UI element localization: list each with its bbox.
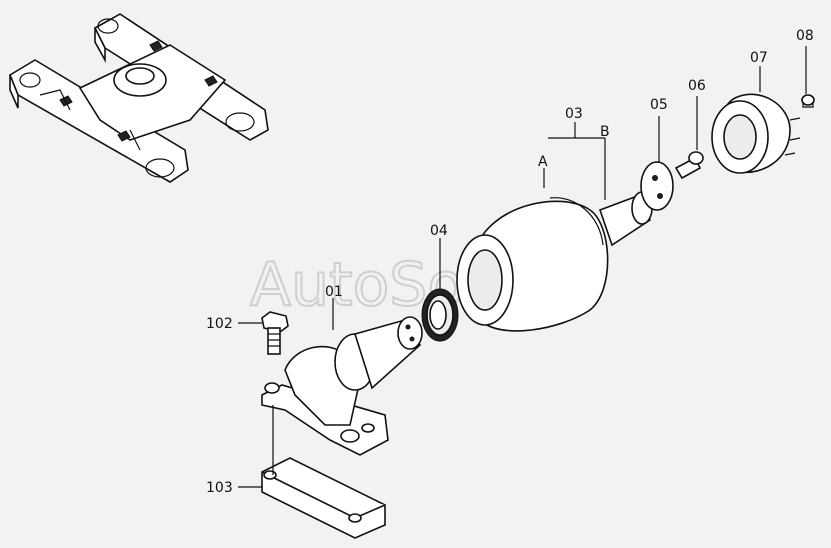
bracket-shaft-01 (261, 316, 423, 456)
plug-08 (801, 94, 815, 108)
carrier-roller-icon (456, 191, 653, 332)
plate-103 (261, 457, 386, 539)
callout-01: 01 (325, 284, 343, 300)
bolt-102 (261, 311, 289, 355)
callout-03-A: A (538, 154, 548, 170)
callout-08: 08 (796, 28, 814, 44)
callout-04: 04 (430, 223, 448, 239)
callout-03: 03 (565, 106, 583, 122)
track-frame-icon (9, 13, 269, 183)
cap-07 (711, 93, 801, 174)
bolt-06 (674, 151, 704, 180)
callout-03-B: B (600, 124, 610, 140)
callout-07: 07 (750, 50, 768, 66)
washer-05 (640, 161, 674, 211)
callout-103: 103 (206, 480, 233, 496)
callout-06: 06 (688, 78, 706, 94)
callout-05: 05 (650, 97, 668, 113)
seal-04 (421, 288, 459, 342)
callout-102: 102 (206, 316, 233, 332)
leader-lines (238, 46, 807, 488)
